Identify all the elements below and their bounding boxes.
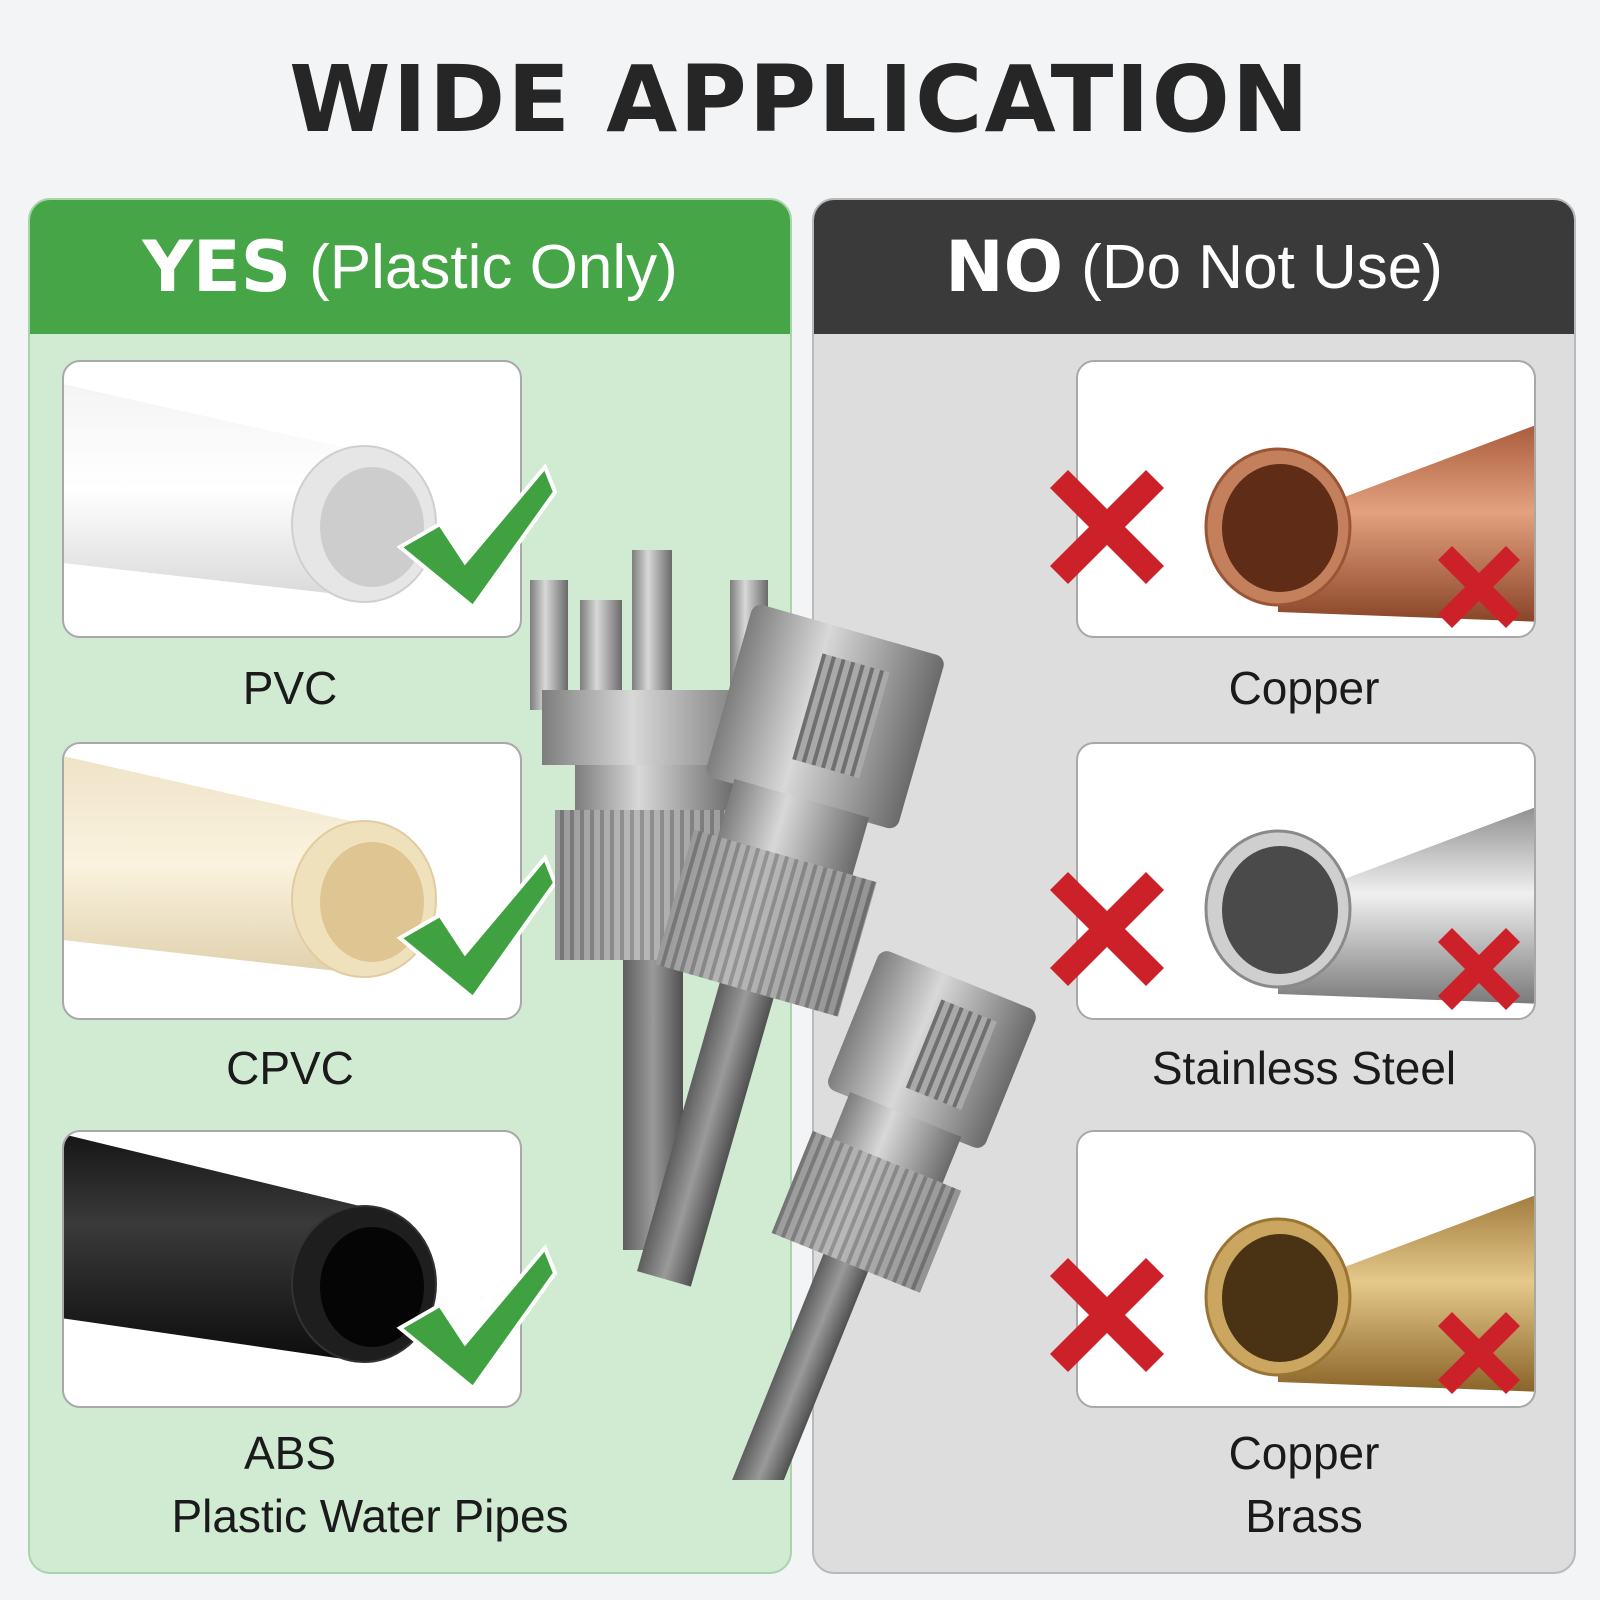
page-title: WIDE APPLICATION — [289, 46, 1311, 153]
stainless-steel-label: Stainless Steel — [1151, 1042, 1457, 1094]
brass-label-line2: Brass — [1245, 1490, 1363, 1542]
copper-label: Copper — [1228, 662, 1380, 714]
cross-icon — [1050, 470, 1164, 584]
abs-label-line1: ABS — [243, 1427, 337, 1479]
threading-tools-image — [530, 550, 1036, 1480]
check-icon — [396, 854, 558, 1001]
cross-icon — [1050, 1258, 1164, 1372]
threading-bit-medium — [637, 604, 944, 1287]
brass-label-line1: Copper — [1228, 1427, 1380, 1479]
pvc-label: PVC — [242, 662, 338, 714]
abs-pipe-image — [62, 1130, 522, 1408]
check-icon — [396, 1244, 558, 1391]
cross-icon — [1438, 928, 1520, 1010]
no-subheading: (Do Not Use) — [1081, 232, 1443, 302]
cpvc-label: CPVC — [226, 1042, 354, 1094]
cross-icon — [1438, 546, 1520, 628]
yes-subheading: (Plastic Only) — [309, 232, 678, 302]
no-panel-header: NO (Do Not Use) — [814, 200, 1574, 334]
check-icon — [396, 463, 558, 610]
yes-panel-header: YES (Plastic Only) — [30, 200, 790, 334]
abs-label-line2: Plastic Water Pipes — [171, 1490, 569, 1542]
cross-icon — [1050, 872, 1164, 986]
no-heading: NO — [945, 226, 1064, 308]
threading-bit-small — [726, 951, 1036, 1480]
pvc-pipe-image — [62, 360, 522, 638]
yes-heading: YES — [142, 226, 292, 308]
cross-icon — [1438, 1312, 1520, 1394]
